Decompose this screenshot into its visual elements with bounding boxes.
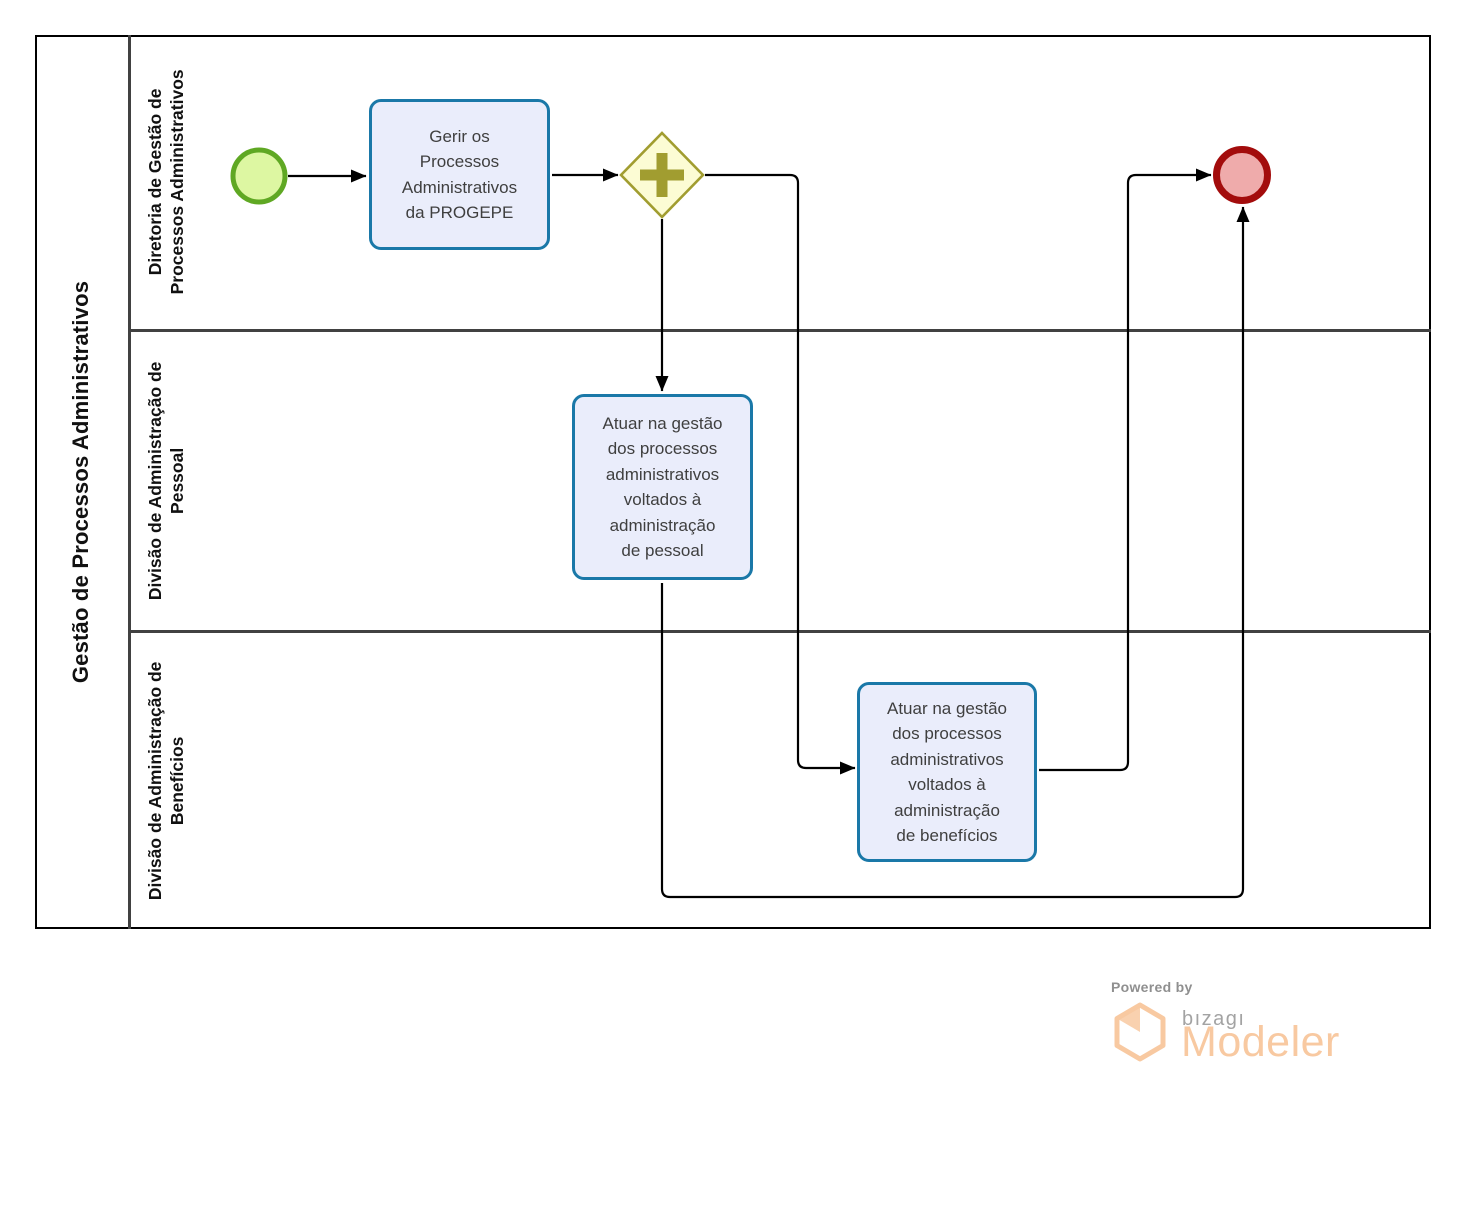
task-gerir-processos[interactable]: Gerir os Processos Administrativos da PR… (369, 99, 550, 250)
task-beneficios-label: Atuar na gestão dos processos administra… (886, 698, 1008, 846)
start-event[interactable] (230, 147, 288, 205)
flow-pessoal-to-end[interactable] (660, 206, 1250, 899)
parallel-gateway[interactable] (619, 131, 705, 219)
task-gestao-beneficios[interactable]: Atuar na gestão dos processos administra… (857, 682, 1037, 862)
flow-beneficios-to-end[interactable] (1039, 168, 1212, 772)
task-gerir-label: Gerir os Processos Administrativos da PR… (401, 126, 518, 223)
pool-border (35, 35, 1431, 929)
flow-gateway-to-beneficios[interactable] (705, 173, 856, 775)
end-event[interactable] (1213, 146, 1271, 204)
task-pessoal-label: Atuar na gestão dos processos administra… (602, 413, 723, 561)
bizagi-logo-icon (1114, 1002, 1166, 1062)
bizagi-wordmark: bızagı (1182, 1008, 1246, 1030)
task-gestao-pessoal[interactable]: Atuar na gestão dos processos administra… (572, 394, 753, 580)
modeler-wordmark: Modeler (1181, 1018, 1340, 1066)
powered-by-label: Powered by (1111, 979, 1193, 995)
lane-divider-1 (131, 329, 1431, 332)
pool-label-divider (128, 35, 131, 929)
lane-divider-2 (131, 630, 1431, 633)
plus-icon (640, 153, 684, 197)
